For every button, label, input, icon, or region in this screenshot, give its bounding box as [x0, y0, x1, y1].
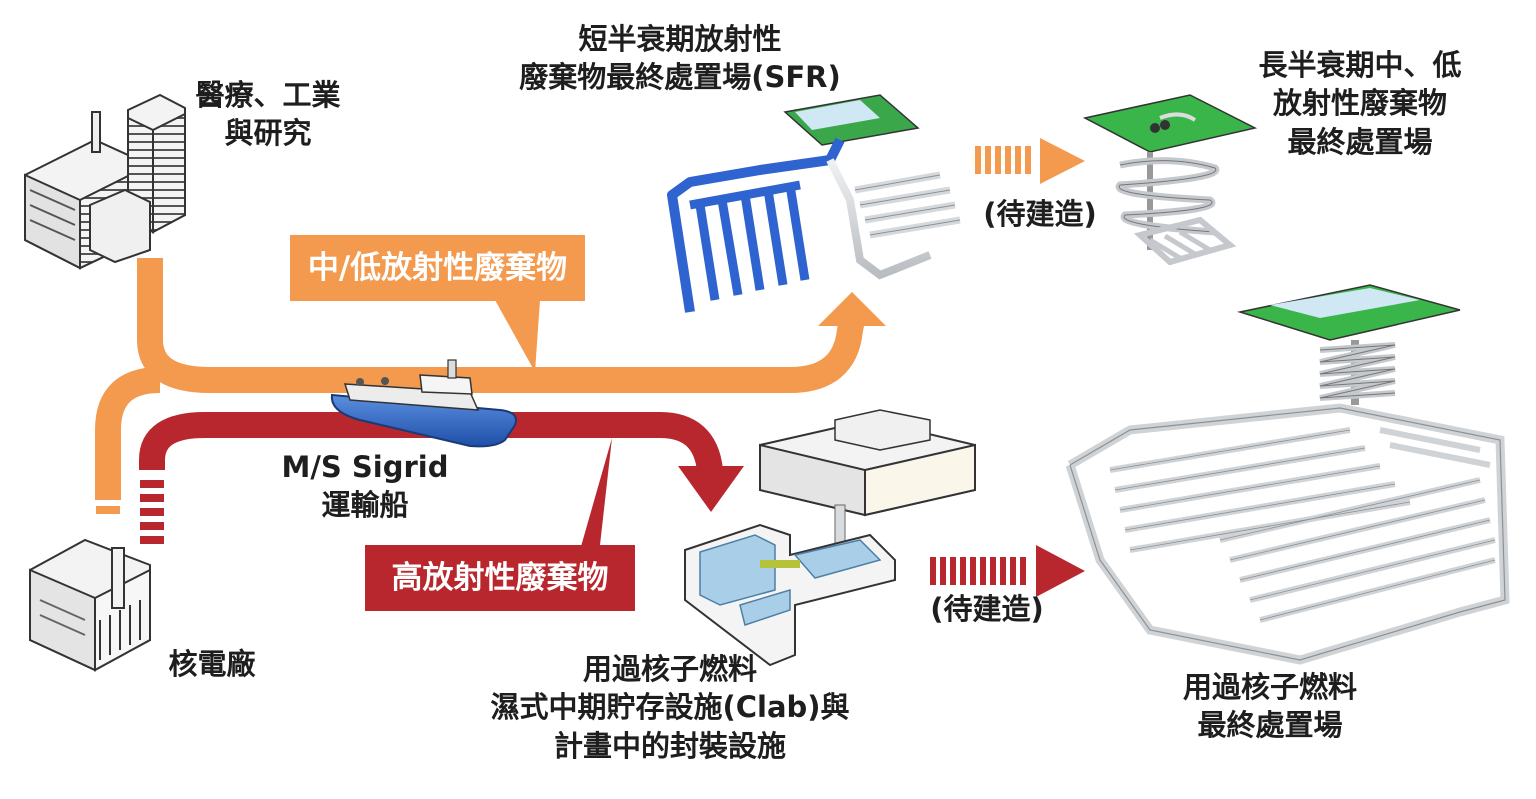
- label-line: 醫療、工業: [195, 78, 341, 112]
- office-tower-icon: [89, 93, 186, 264]
- sfr-repository-illustration: [667, 94, 961, 313]
- label-line: 廢棄物最終處置場(SFR): [519, 60, 841, 95]
- spent-fuel-repository-illustration: [1065, 284, 1510, 665]
- label-line: 濕式中期貯存設施(Clab)與: [490, 690, 850, 725]
- label-line: 放射性廢棄物: [1272, 86, 1447, 121]
- clab-facility-illustration: [684, 409, 976, 667]
- label-line: 與研究: [224, 116, 312, 151]
- label-medical-industry-research: 醫療、工業 與研究: [168, 76, 368, 153]
- label-line: 最終處置場: [1197, 708, 1343, 743]
- label-spent-fuel-repository: 用過核子燃料 最終處置場: [1145, 668, 1395, 745]
- label-line: 用過核子燃料: [582, 652, 757, 686]
- llw-flow-path: [95, 258, 886, 514]
- label-line: M/S Sigrid: [281, 450, 449, 484]
- ship-icon: [330, 359, 517, 448]
- label-line: 用過核子燃料: [1182, 670, 1357, 704]
- hlw-tag: [365, 438, 635, 611]
- label-nuclear-power-plant: 核電廠: [152, 645, 272, 683]
- label-line: (待建造): [983, 197, 1097, 231]
- label-line: (待建造): [930, 592, 1044, 626]
- label-line: 運輸船: [321, 488, 409, 523]
- label-line: 核電廠: [168, 647, 256, 681]
- label-line: 計畫中的封裝設施: [553, 728, 786, 763]
- hlw-arrowhead: [678, 466, 744, 512]
- sfl-repository-illustration: [1082, 94, 1258, 266]
- label-sfl: 長半衰期中、低 放射性廢棄物 最終處置場: [1230, 46, 1490, 161]
- label-line: 短半衰期放射性: [578, 22, 782, 56]
- llw-tag: [290, 235, 585, 372]
- label-line: 最終處置場: [1287, 124, 1433, 159]
- llw-tag-text: 中/低放射性廢棄物: [307, 250, 568, 286]
- arrow-icon: [975, 138, 1085, 184]
- label-line: 長半衰期中、低: [1258, 48, 1462, 82]
- label-ship: M/S Sigrid 運輸船: [270, 448, 460, 525]
- nuclear-plant-icon: [29, 538, 151, 672]
- label-pending-top: (待建造): [965, 195, 1115, 233]
- hlw-tag-text: 高放射性廢棄物: [391, 560, 609, 596]
- label-clab: 用過核子燃料 濕式中期貯存設施(Clab)與 計畫中的封裝設施: [470, 650, 870, 765]
- label-pending-bottom: (待建造): [912, 590, 1062, 628]
- llw-arrowhead: [818, 292, 886, 326]
- arrow-icon: [930, 545, 1085, 597]
- label-sfr: 短半衰期放射性 廢棄物最終處置場(SFR): [500, 20, 860, 97]
